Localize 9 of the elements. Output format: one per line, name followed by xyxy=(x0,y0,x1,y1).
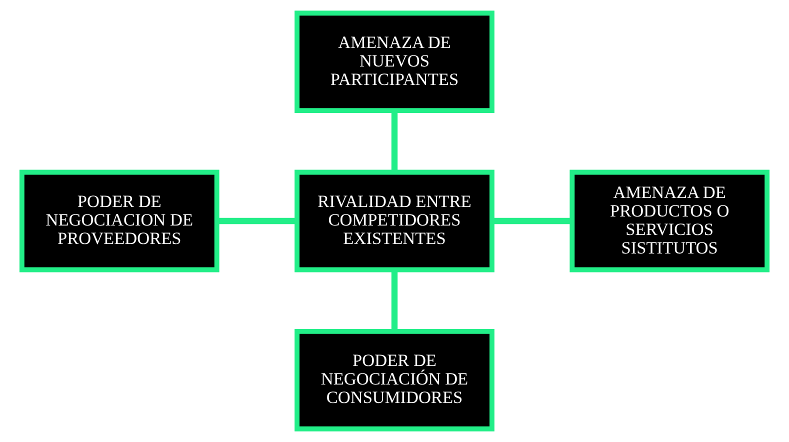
node-box: PODER DE NEGOCIACIÓN DE CONSUMIDORES xyxy=(294,328,494,432)
connector xyxy=(217,218,297,224)
connector xyxy=(492,218,572,224)
node-box: RIVALIDAD ENTRE COMPETIDORES EXISTENTES xyxy=(294,170,494,272)
node-box: PODER DE NEGOCIACION DE PROVEEDORES xyxy=(19,170,220,272)
connector xyxy=(391,110,398,172)
node-box: AMENAZA DE PRODUCTOS O SERVICIOS SISTITUTOS xyxy=(570,170,770,272)
node-box: AMENAZA DE NUEVOS PARTICIPANTES xyxy=(294,10,494,114)
connector xyxy=(391,270,398,332)
